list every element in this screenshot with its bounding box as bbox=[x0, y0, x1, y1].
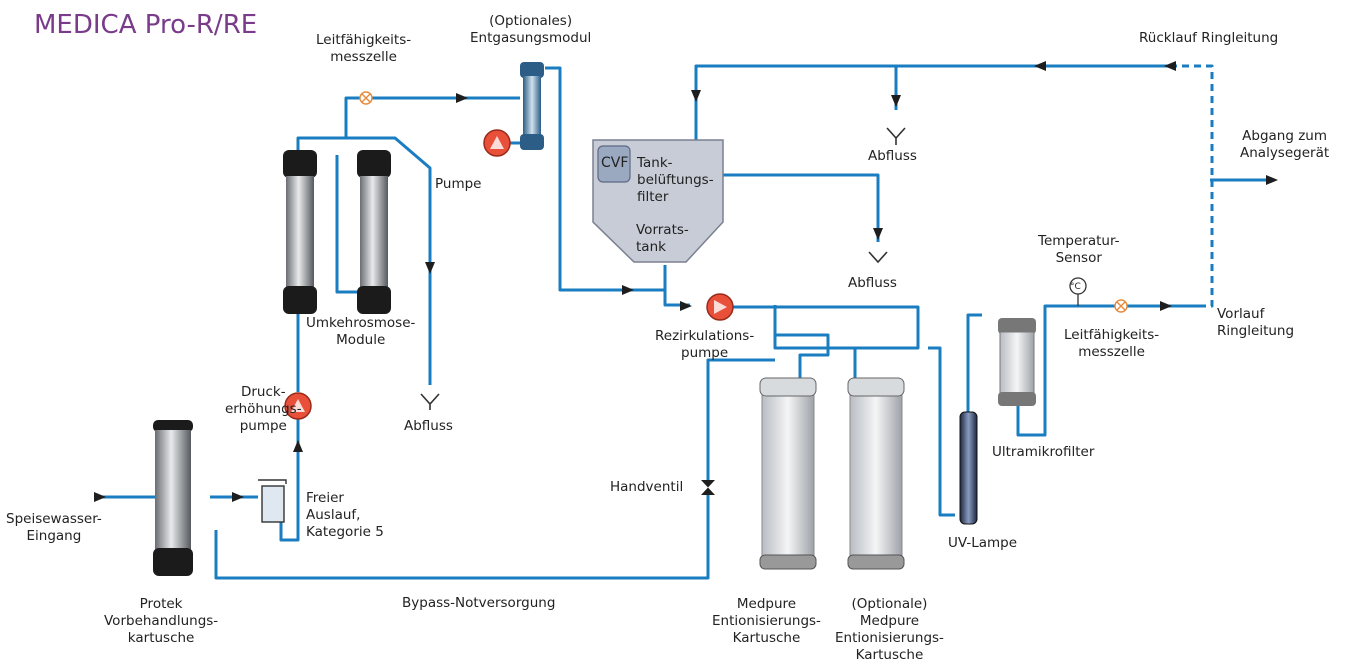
label-supply-loop: Vorlauf Ringleitung bbox=[1217, 306, 1295, 339]
label-drain-ro: Abfluss bbox=[404, 418, 453, 434]
arrow-return-2 bbox=[1164, 61, 1176, 71]
label-hand-valve: Handventil bbox=[610, 479, 684, 495]
label-pump: Pumpe bbox=[435, 176, 482, 192]
conductivity-cell-2-icon bbox=[1114, 299, 1128, 313]
flow-arrows bbox=[94, 61, 1278, 502]
label-booster-pump: Druck- erhöhungs- pumpe bbox=[225, 384, 302, 434]
conductivity-cell-icon bbox=[359, 91, 373, 105]
label-temp-symbol: °C bbox=[1070, 282, 1081, 292]
label-bypass: Bypass-Notversorgung bbox=[402, 595, 556, 611]
arrow-analyzer bbox=[1266, 175, 1278, 185]
arrow-cond bbox=[456, 93, 468, 103]
protek-cartridge bbox=[153, 420, 193, 576]
drain-symbols bbox=[420, 127, 906, 410]
arrow-feed bbox=[94, 492, 106, 502]
arrow-tank-in bbox=[622, 285, 634, 295]
label-temp-sensor: Temperatur- Sensor bbox=[1038, 233, 1120, 266]
label-protek: Protek Vorbehandlungs- kartusche bbox=[104, 596, 219, 646]
label-conductivity-cell-2: Leitfähigkeits- messzelle bbox=[1064, 327, 1160, 360]
pipe-uf-out bbox=[1016, 304, 1200, 437]
pump-icon bbox=[483, 129, 511, 157]
uv-lamp bbox=[959, 411, 978, 525]
label-return-loop: Rücklauf Ringleitung bbox=[1139, 30, 1279, 46]
pipes bbox=[94, 64, 1270, 580]
storage-tank bbox=[592, 139, 724, 263]
recirc-pump-icon bbox=[706, 293, 734, 321]
label-medpure-optional: (Optionale) Medpure Entionisierungs- Kar… bbox=[835, 596, 944, 663]
degas-module bbox=[520, 62, 544, 150]
drain-icon-mid bbox=[868, 251, 888, 264]
label-tank-vent-filter: Tank- belüftungs- filter bbox=[637, 155, 714, 205]
pipe-bypass-top bbox=[706, 358, 775, 480]
label-storage-tank: Vorrats- tank bbox=[636, 222, 689, 255]
pipe-degas-to-tank bbox=[545, 66, 665, 292]
pipe-tank-out bbox=[663, 265, 690, 307]
ro-modules bbox=[283, 150, 391, 314]
pipe-ro-top bbox=[296, 136, 432, 290]
arrow-return-down bbox=[691, 90, 701, 102]
arrow-recirc bbox=[680, 301, 692, 311]
pipe-return-loop bbox=[694, 64, 1170, 110]
medpure-cartridge bbox=[759, 377, 817, 570]
label-ro-modules: Umkehrosmose- Module bbox=[306, 315, 416, 348]
pipe-cart1 bbox=[775, 333, 830, 385]
pipe-ro-bottom bbox=[335, 155, 360, 294]
label-feed-inlet: Speisewasser- Eingang bbox=[6, 511, 102, 544]
pipe-outlet-to-booster bbox=[279, 412, 300, 542]
label-degas-module: (Optionales) Entgasungsmodul bbox=[470, 13, 592, 46]
label-conductivity-cell-1: Leitfähigkeits- messzelle bbox=[316, 32, 412, 65]
pipe-cart-to-uv bbox=[928, 346, 955, 517]
label-ultrafilter: Ultramikrofilter bbox=[992, 444, 1095, 460]
label-recirc-pump: Rezirkulations- pumpe bbox=[655, 328, 755, 361]
page-title: MEDICA Pro-R/RE bbox=[34, 10, 258, 40]
medpure-optional-cartridge bbox=[847, 377, 905, 570]
label-free-outlet: Freier Auslauf, Kategorie 5 bbox=[306, 490, 384, 540]
free-outlet-box bbox=[258, 479, 287, 523]
label-uv-lamp: UV-Lampe bbox=[948, 535, 1018, 551]
drain-icon-ro bbox=[420, 393, 440, 410]
label-drain-mid: Abfluss bbox=[848, 275, 897, 291]
arrow-ro-drain bbox=[425, 262, 435, 274]
drain-icon-top bbox=[886, 127, 906, 145]
ultrafilter bbox=[998, 318, 1036, 406]
arrow-booster bbox=[293, 440, 303, 452]
label-outlet-analyzer: Abgang zum Analysegerät bbox=[1240, 128, 1330, 161]
arrow-return-1 bbox=[1034, 61, 1046, 71]
label-drain-top: Abfluss bbox=[868, 148, 917, 164]
label-cvf: CVF bbox=[601, 155, 629, 171]
arrow-drain-top bbox=[891, 95, 901, 107]
arrow-drain-mid bbox=[873, 228, 883, 240]
hand-valve-icon bbox=[701, 480, 715, 495]
pipe-loop-dashed bbox=[1160, 64, 1214, 308]
pipe-bypass bbox=[214, 495, 710, 580]
booster-pump-icon bbox=[284, 392, 312, 420]
arrow-supply bbox=[1160, 301, 1172, 311]
pipe-vent-drain bbox=[720, 173, 880, 242]
arrow-outlet bbox=[232, 492, 244, 502]
pipe-uv-to-uf bbox=[966, 313, 982, 415]
label-medpure: Medpure Entionisierungs- Kartusche bbox=[712, 596, 821, 646]
temperature-sensor-icon bbox=[1069, 277, 1087, 306]
